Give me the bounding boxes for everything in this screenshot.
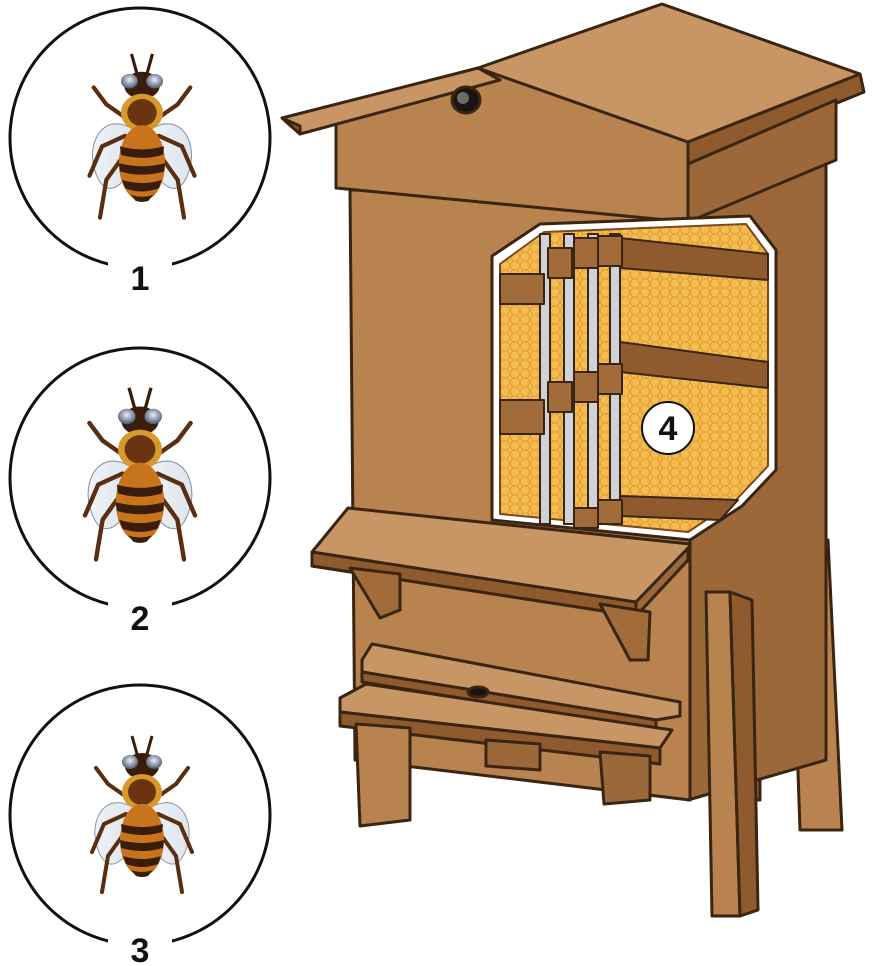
beehive <box>282 4 864 916</box>
bee-1-label: 1 <box>131 260 150 298</box>
bee-3-label: 3 <box>131 932 150 966</box>
bee-1-panel: 1 <box>10 8 270 298</box>
hive-interior-label: 4 <box>659 410 678 448</box>
bee-2-label: 2 <box>131 600 150 638</box>
bee-2-panel: 2 <box>10 348 270 638</box>
bee-3-panel: 3 <box>10 685 270 966</box>
